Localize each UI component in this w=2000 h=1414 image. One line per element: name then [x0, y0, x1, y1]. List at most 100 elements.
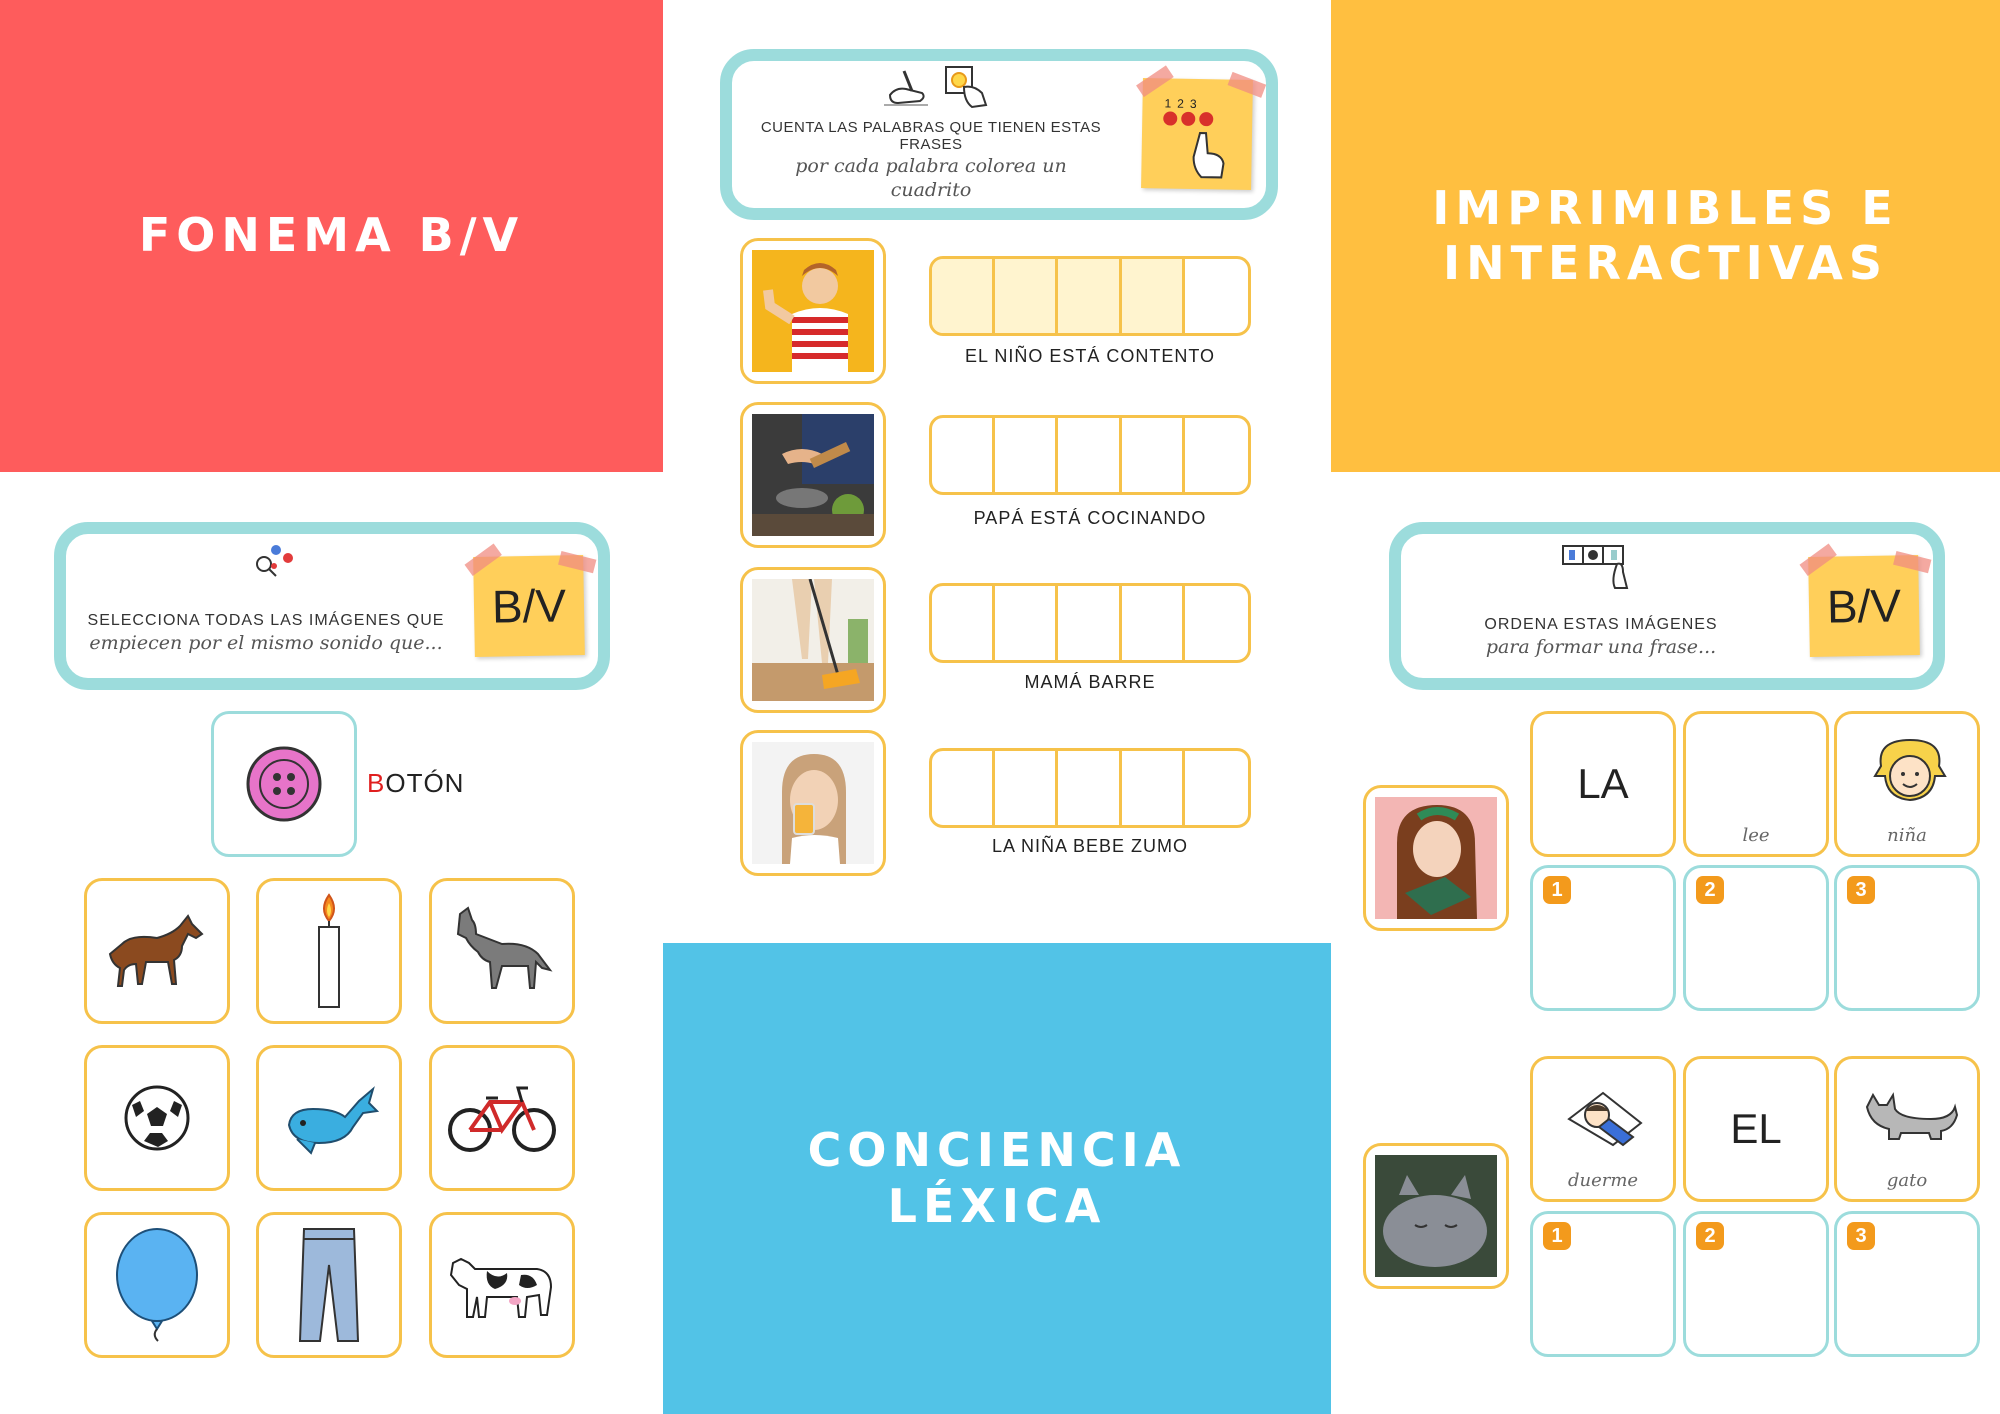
bv-sticky-note: B/V: [464, 543, 597, 657]
order-word-card-lee[interactable]: lee: [1683, 711, 1829, 857]
whale-icon: [287, 1086, 379, 1155]
candle-icon: [318, 893, 340, 1008]
count-number-2: 2: [1177, 96, 1185, 111]
order-slot-3-set2[interactable]: 3: [1834, 1211, 1980, 1357]
reading-girl-photo-card: [1363, 785, 1509, 931]
dad-cooking-photo: [752, 414, 874, 536]
sleeping-pictogram-icon: [1567, 1091, 1643, 1147]
order-word-card-gato[interactable]: gato: [1834, 1056, 1980, 1202]
jeans-icon: [298, 1228, 360, 1342]
word-count-cell[interactable]: [932, 418, 996, 492]
word-count-cell[interactable]: [1185, 751, 1248, 825]
coloring-hand-icon: [945, 66, 988, 109]
ordena-bv-sticky-note: B/V: [1799, 543, 1932, 657]
ordena-bv-sticky-label: B/V: [1826, 579, 1902, 633]
conciencia-block: CONCIENCIA LÉXICA: [663, 943, 1331, 1414]
sentence-photo-card-4: [740, 730, 886, 876]
jeans-card[interactable]: [256, 1212, 402, 1358]
order-word-card-la[interactable]: LA: [1530, 711, 1676, 857]
girl-drinking-photo: [752, 742, 874, 864]
soccer-ball-icon: [124, 1085, 190, 1151]
order-slot-1-set1[interactable]: 1: [1530, 865, 1676, 1011]
sequence-pictogram-icon: [1562, 545, 1629, 589]
selecciona-line2: empiecen por el mismo sonido que...: [89, 632, 443, 654]
slot-number-badge: 1: [1543, 1222, 1571, 1250]
word-count-cell[interactable]: [995, 586, 1059, 660]
slot-number-badge: 2: [1696, 876, 1724, 904]
ordena-line1: ORDENA ESTAS IMÁGENES: [1484, 616, 1718, 633]
order-word-la: LA: [1577, 760, 1629, 807]
count-number-3: 3: [1189, 96, 1197, 111]
sentence-caption-3: MAMÁ BARRE: [1024, 672, 1156, 692]
button-icon: [246, 746, 322, 822]
word-count-boxes-1[interactable]: [929, 256, 1251, 336]
slot-number-badge: 2: [1696, 1222, 1724, 1250]
order-word-card-el[interactable]: EL: [1683, 1056, 1829, 1202]
word-count-cell[interactable]: [1185, 418, 1248, 492]
word-count-cell[interactable]: [932, 259, 996, 333]
order-word-lee: lee: [1742, 825, 1770, 846]
ordena-instruction-card: ORDENA ESTAS IMÁGENES para formar una fr…: [1389, 522, 1945, 690]
order-slot-3-set1[interactable]: 3: [1834, 865, 1980, 1011]
girl-pictogram-icon: [1873, 738, 1947, 802]
bicycle-icon: [448, 1086, 556, 1152]
fonema-title: FONEMA B/V: [138, 208, 525, 263]
order-word-gato: gato: [1886, 1170, 1928, 1191]
order-slot-2-set1[interactable]: 2: [1683, 865, 1829, 1011]
boton-reference-card: [211, 711, 357, 857]
word-count-boxes-4[interactable]: [929, 748, 1251, 828]
cuenta-line2: por cada palabra colorea un: [795, 155, 1067, 177]
word-count-boxes-2[interactable]: [929, 415, 1251, 495]
word-count-cell[interactable]: [1058, 418, 1122, 492]
selecciona-instruction-card: SELECCIONA TODAS LAS IMÁGENES QUE empiec…: [54, 522, 610, 690]
bicycle-card[interactable]: [429, 1045, 575, 1191]
word-count-cell[interactable]: [932, 586, 996, 660]
balloon-card[interactable]: [84, 1212, 230, 1358]
horse-icon: [108, 913, 204, 987]
ball-card[interactable]: [84, 1045, 230, 1191]
selecciona-line1: SELECCIONA TODAS LAS IMÁGENES QUE: [87, 612, 445, 629]
word-count-cell[interactable]: [1185, 586, 1248, 660]
boton-label: BOTÓN: [367, 768, 464, 799]
horse-card[interactable]: [84, 878, 230, 1024]
whale-card[interactable]: [256, 1045, 402, 1191]
word-count-cell[interactable]: [995, 751, 1059, 825]
imprimibles-block: IMPRIMIBLES E INTERACTIVAS: [1331, 0, 2000, 472]
word-count-cell[interactable]: [1058, 586, 1122, 660]
cow-card[interactable]: [429, 1212, 575, 1358]
order-word-card-duerme[interactable]: duerme: [1530, 1056, 1676, 1202]
order-slot-2-set2[interactable]: 2: [1683, 1211, 1829, 1357]
word-count-boxes-3[interactable]: [929, 583, 1251, 663]
word-count-cell[interactable]: [1058, 751, 1122, 825]
fonema-block: FONEMA B/V: [0, 0, 663, 472]
word-count-cell[interactable]: [1122, 418, 1185, 492]
cuenta-line1: CUENTA LAS PALABRAS QUE TIENEN ESTAS FRA…: [760, 119, 1102, 153]
word-count-cell[interactable]: [1058, 259, 1122, 333]
word-count-cell[interactable]: [932, 751, 996, 825]
ordena-line2: para formar una frase...: [1485, 636, 1717, 658]
slot-number-badge: 3: [1847, 1222, 1875, 1250]
wolf-icon: [456, 905, 553, 989]
sleeping-cat-photo: [1375, 1155, 1497, 1277]
word-count-cell[interactable]: [995, 418, 1059, 492]
order-word-duerme: duerme: [1567, 1170, 1639, 1191]
sentence-caption-2: PAPÁ ESTÁ COCINANDO: [973, 508, 1207, 528]
order-word-card-nina[interactable]: niña: [1834, 711, 1980, 857]
wolf-card[interactable]: [429, 878, 575, 1024]
word-count-cell[interactable]: [1122, 751, 1185, 825]
word-count-cell[interactable]: [1122, 586, 1185, 660]
cow-icon: [449, 1257, 553, 1318]
word-count-cell[interactable]: [1121, 259, 1185, 333]
sentence-caption-1: EL NIÑO ESTÁ CONTENTO: [964, 346, 1216, 366]
imprimibles-title: IMPRIMIBLES E INTERACTIVAS: [1432, 180, 1899, 290]
word-count-cell[interactable]: [995, 259, 1059, 333]
word-count-cell[interactable]: [1185, 259, 1248, 333]
sentence-photo-card-2: [740, 402, 886, 548]
sentence-photo-card-3: [740, 567, 886, 713]
order-slot-1-set2[interactable]: 1: [1530, 1211, 1676, 1357]
candle-card[interactable]: [256, 878, 402, 1024]
cuenta-instruction-card: CUENTA LAS PALABRAS QUE TIENEN ESTAS FRA…: [720, 49, 1278, 220]
conciencia-title: CONCIENCIA LÉXICA: [807, 1123, 1187, 1233]
boton-rest: OTÓN: [385, 768, 465, 798]
order-word-nina: niña: [1887, 825, 1927, 846]
